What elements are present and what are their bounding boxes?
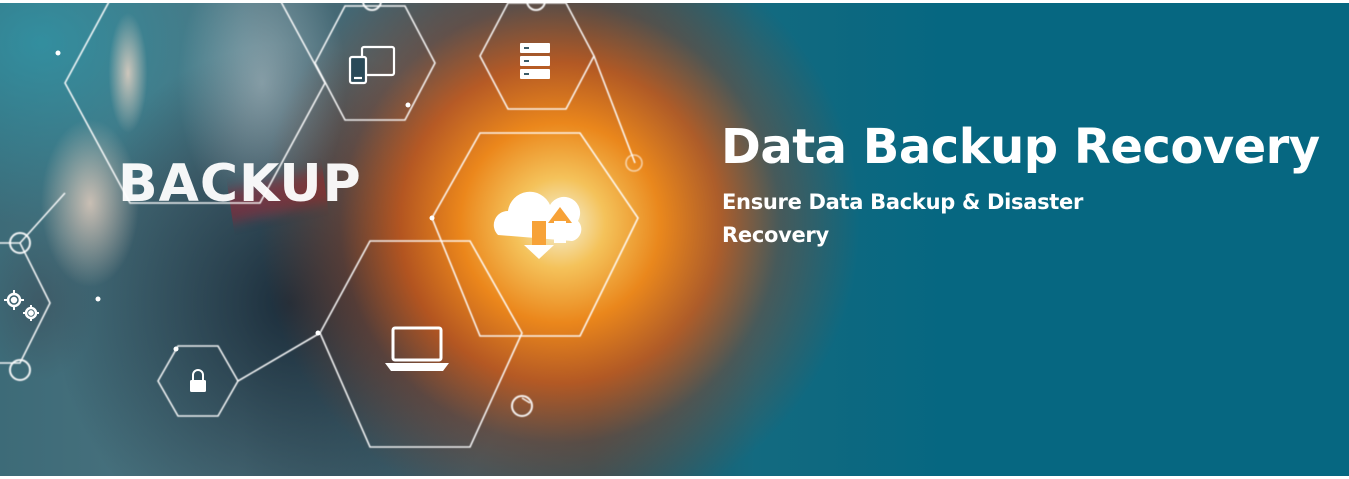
network-sparkle [95, 296, 101, 302]
network-sparkle [55, 50, 61, 56]
network-link [521, 397, 531, 404]
backup-word: BACKUP [118, 154, 362, 214]
hexagon-outline [0, 242, 51, 364]
network-node [9, 232, 31, 254]
hexagon-outline [431, 132, 639, 337]
network-sparkle [173, 346, 179, 352]
network-sparkle [315, 330, 321, 336]
network-node [9, 359, 31, 381]
network-sparkle [429, 215, 435, 221]
lock-icon [190, 369, 206, 392]
network-node [511, 395, 533, 417]
background-orange-glow [0, 3, 1349, 476]
network-node [526, 3, 546, 11]
hexagon-outline [314, 5, 436, 121]
network-node [362, 3, 382, 11]
hexagon-outline [319, 240, 523, 448]
laptop-icon [385, 326, 449, 371]
network-link [19, 192, 66, 244]
hexagon-network-graphic: BACKUP [0, 3, 643, 448]
gears-icon [4, 290, 39, 321]
hero-banner: BACKUP [0, 3, 1349, 476]
cloud-upload-download-icon [493, 191, 582, 259]
tablet-phone-icon [348, 45, 396, 85]
page-subtitle: Ensure Data Backup & Disaster Recovery [722, 190, 1084, 247]
server-icon [520, 43, 550, 79]
network-node [625, 154, 643, 172]
network-link [593, 55, 636, 164]
network-sparkle [405, 102, 411, 108]
page-title: Data Backup Recovery [721, 119, 1320, 175]
network-link [237, 332, 321, 382]
